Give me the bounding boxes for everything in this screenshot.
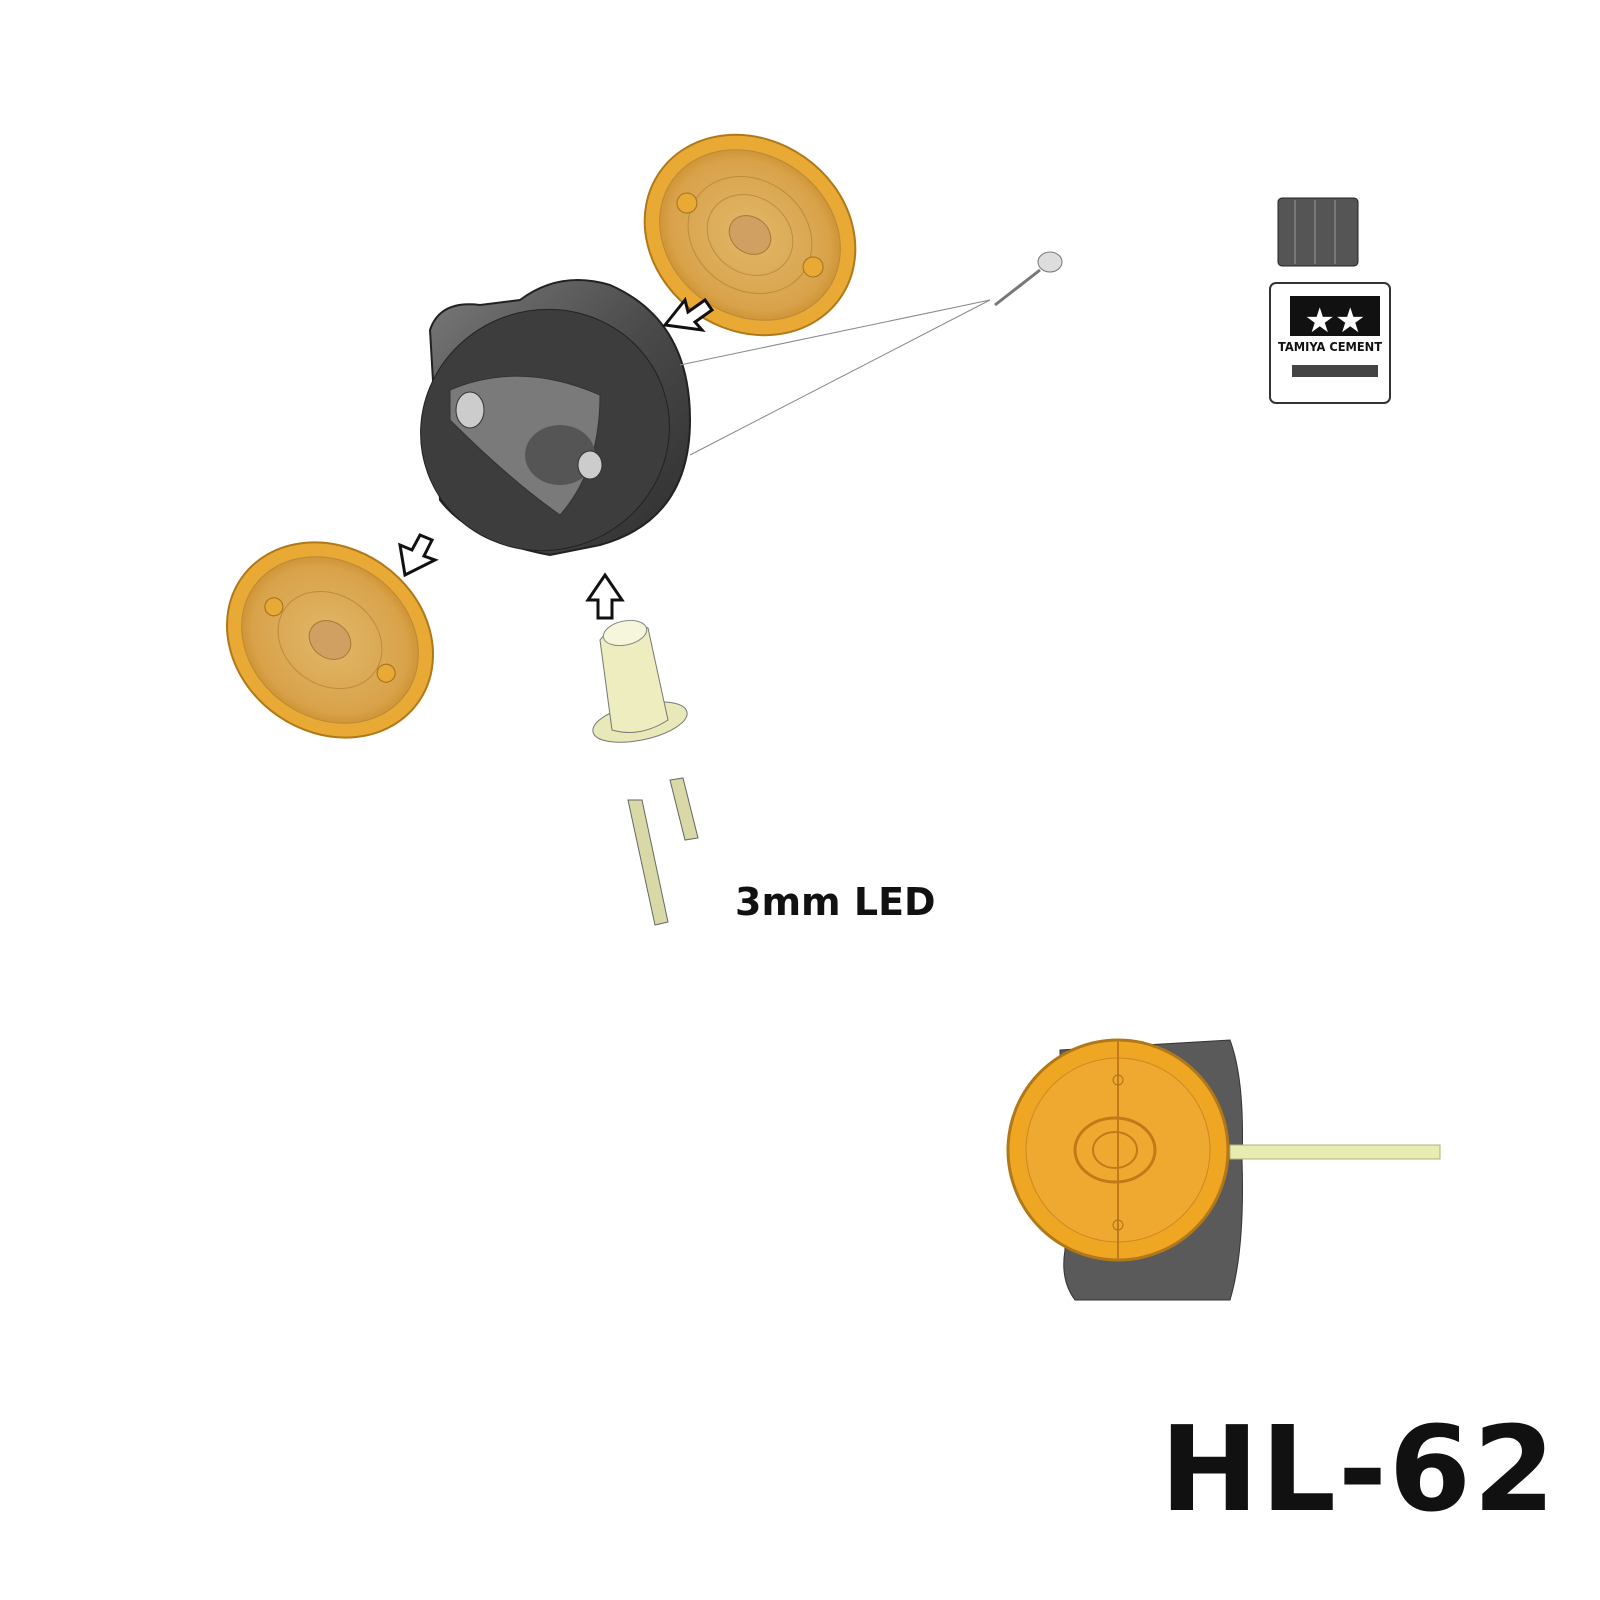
cement-applicator (679, 251, 1063, 456)
assembled-lamp (1006, 1038, 1441, 1301)
led-label: 3mm LED (735, 880, 936, 924)
cement-bottle-icon: ★★ TAMIYA CEMENT (1269, 197, 1391, 404)
model-number: HL-62 (1160, 1400, 1558, 1538)
svg-text:★★: ★★ (1305, 301, 1366, 341)
led-3mm (592, 619, 699, 926)
arrow-icon (398, 296, 715, 620)
lamp-housing (420, 279, 692, 557)
lens-top (643, 133, 857, 337)
cement-brand-label: TAMIYA CEMENT (1278, 340, 1383, 354)
lens-left (225, 541, 435, 739)
